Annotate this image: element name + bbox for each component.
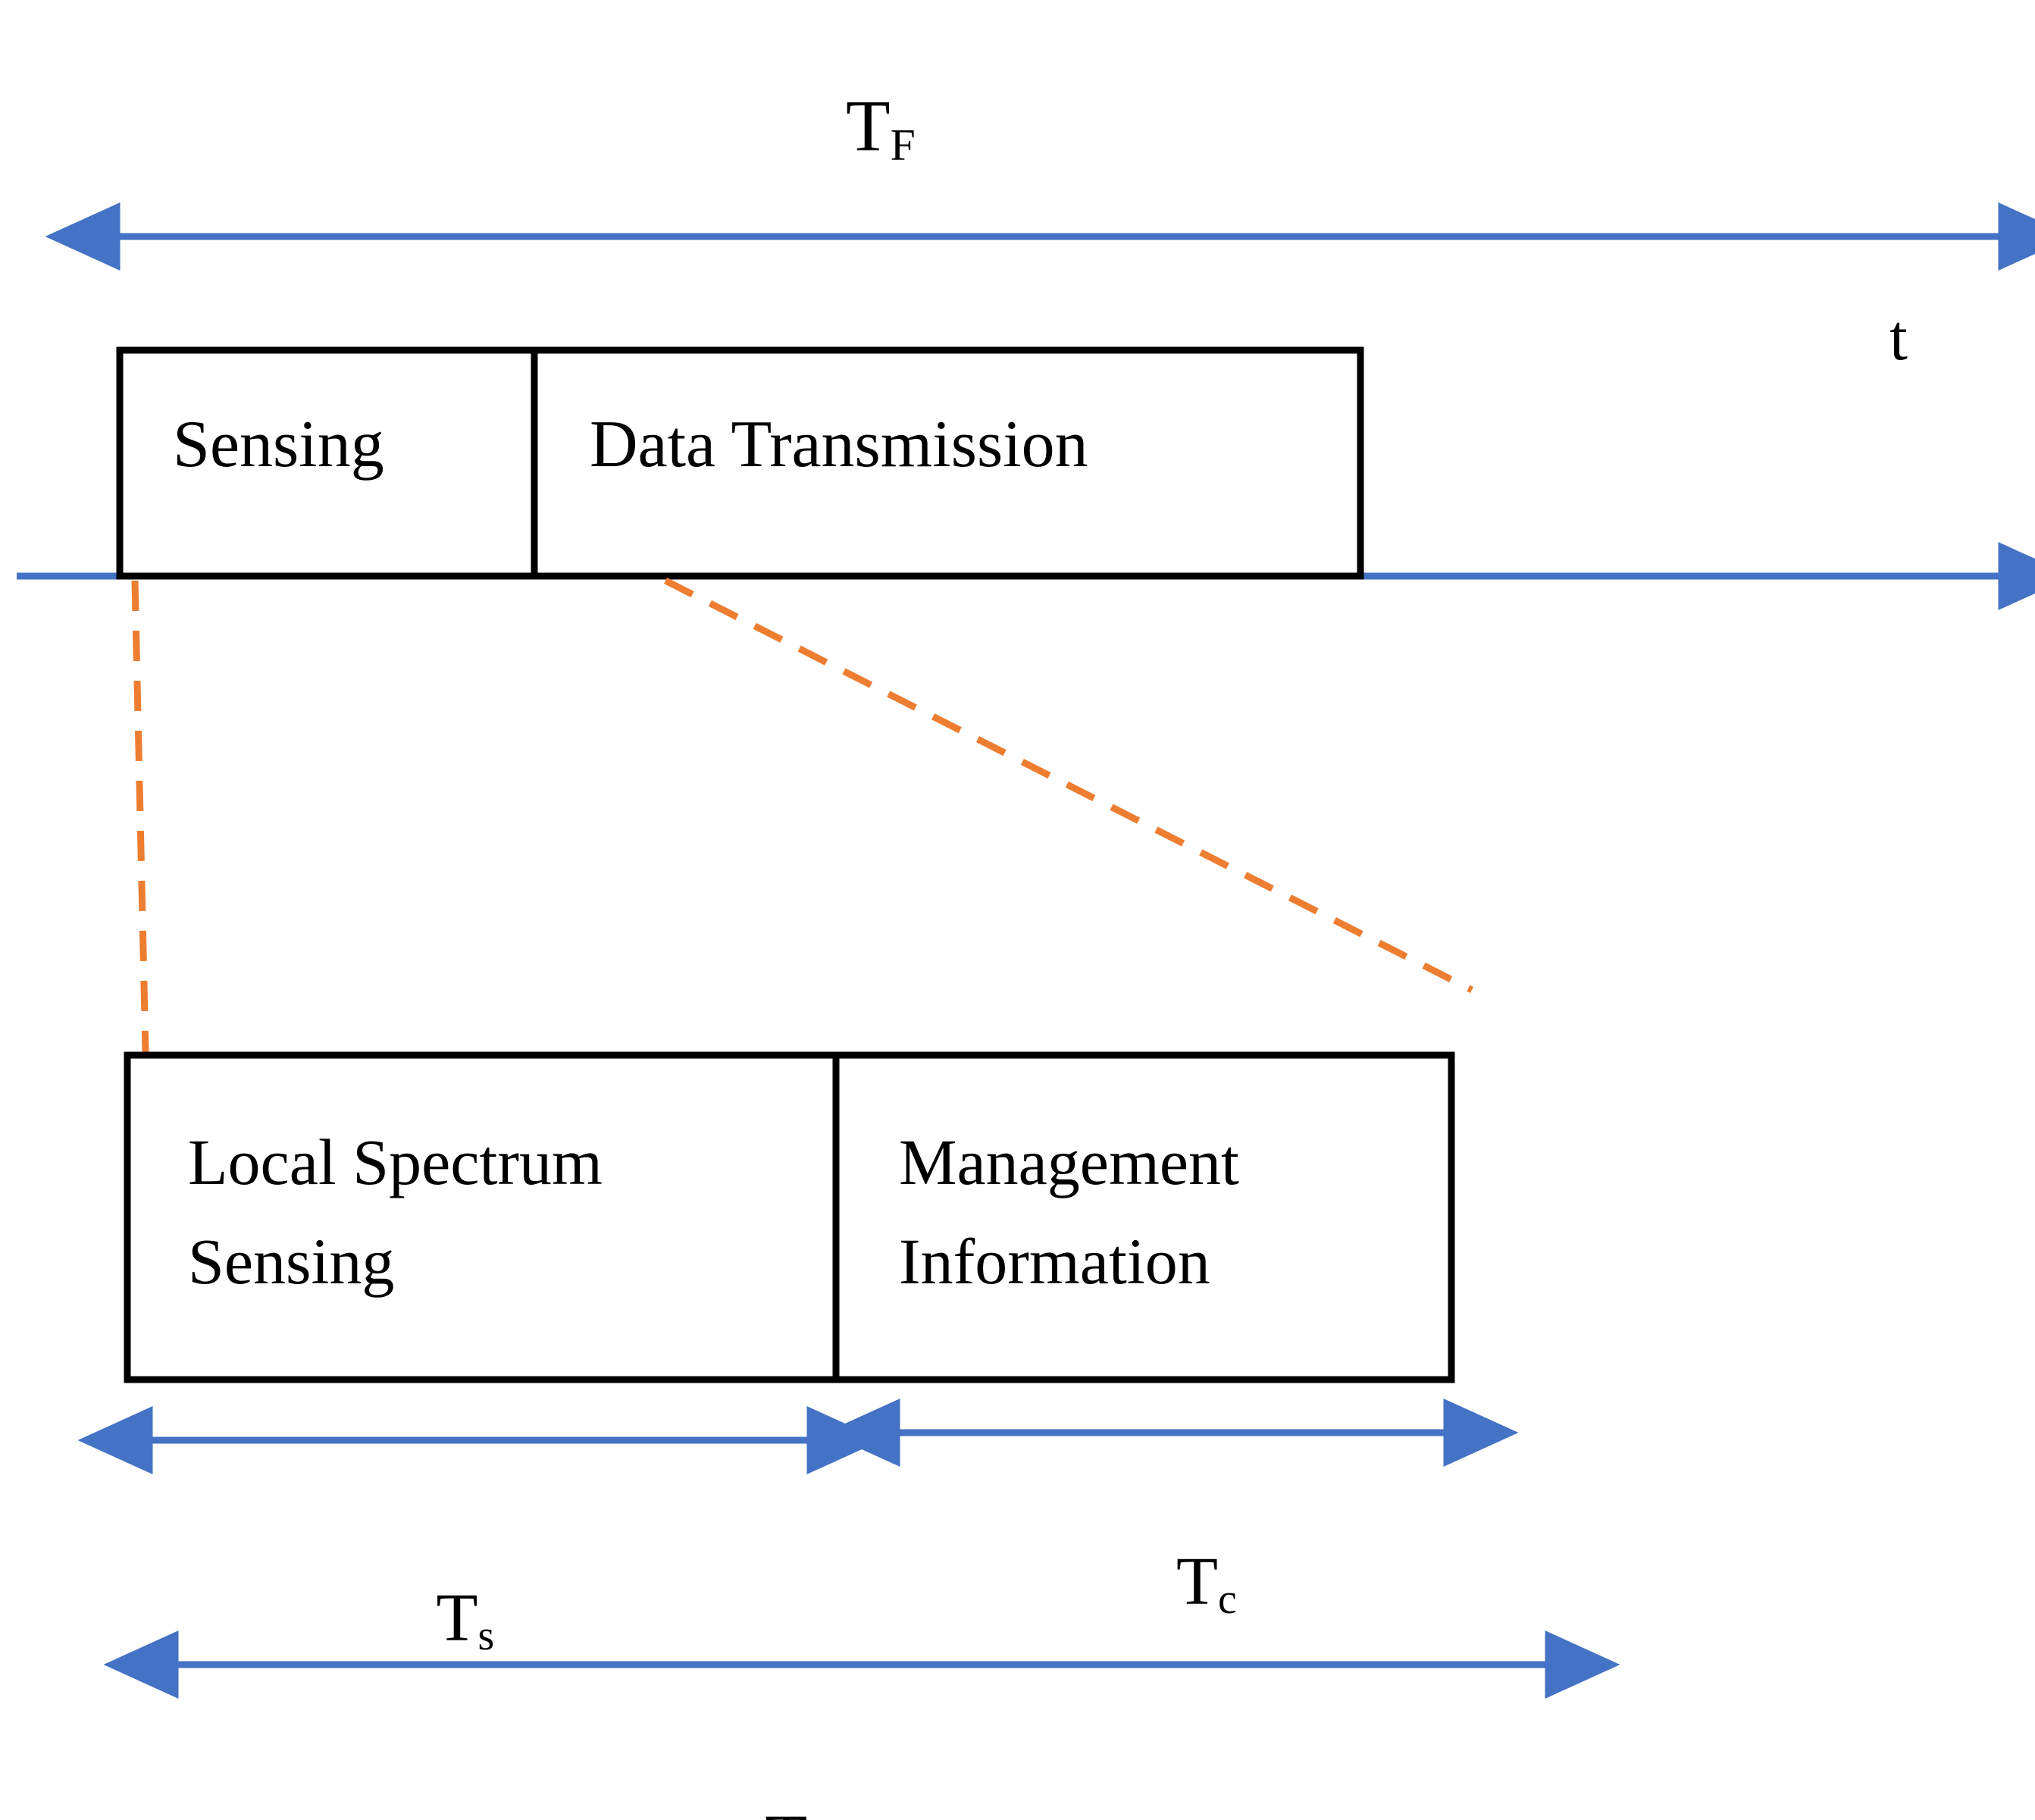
ts-label: Ts <box>369 1516 495 1721</box>
tc-label-base: T <box>1176 1544 1219 1619</box>
ts-label-subscript: s <box>477 1612 495 1660</box>
time-axis-label: t <box>1889 301 1908 374</box>
tc-label-subscript: c <box>1218 1576 1238 1624</box>
management-information-box-label: Management Information <box>899 1126 1239 1298</box>
frame-duration-label-subscript: F <box>890 120 916 171</box>
local-spectrum-sensing-box-label: Local Spectrum Sensing <box>188 1126 603 1298</box>
t-total-label-base: T <box>765 1800 807 1820</box>
data-transmission-box <box>531 346 1364 580</box>
sensing-box-label: Sensing <box>173 408 384 481</box>
frame-duration-label-base: T <box>845 85 891 166</box>
ts-label-base: T <box>436 1580 478 1656</box>
leader-dash-diagonal <box>663 577 1474 994</box>
data-transmission-box-label: Data Transmission <box>590 408 1088 481</box>
leader-dash-left <box>131 580 149 1053</box>
t-total-label: T <box>697 1734 807 1820</box>
frame-duration-label: TF <box>775 17 916 235</box>
management-information-box <box>832 1051 1455 1383</box>
tc-label: Tc <box>1110 1480 1238 1684</box>
